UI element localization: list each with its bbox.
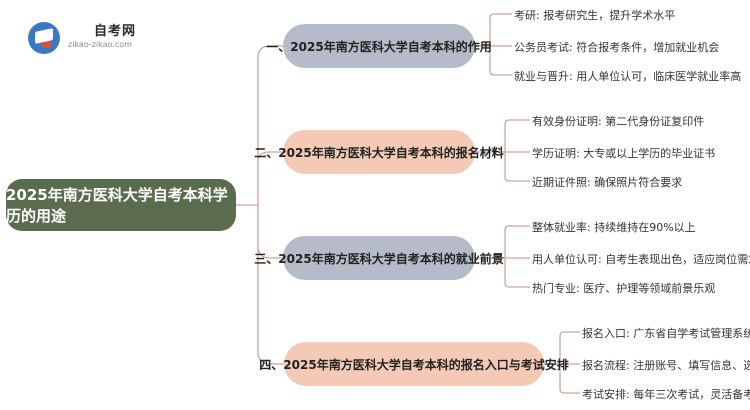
logo-name: 自考网 (94, 24, 137, 39)
leaf-1-1: 考研: 报考研究生，提升学术水平 (514, 9, 676, 22)
leaf-3-3: 热门专业: 医疗、护理等领域前景乐观 (532, 282, 716, 295)
branch-node-1: 一、2025年南方医科大学自考本科的作用 (266, 24, 492, 68)
logo-url: zikao-zikao.com (68, 40, 132, 49)
branch-4-to-leaves (544, 331, 580, 394)
root-to-branch-4 (257, 246, 284, 365)
leaf-3-1: 整体就业率: 持续维持在90%以上 (532, 221, 696, 234)
leaf-1-2: 公务员考试: 符合报考条件，增加就业机会 (514, 41, 720, 54)
leaf-4-3: 考试安排: 每年三次考试，灵活备考时间 (582, 388, 750, 401)
leaf-2-2: 学历证明: 大专或以上学历的毕业证书 (532, 147, 716, 160)
branch-1-to-leaves (475, 13, 512, 76)
leaf-4-2: 报名流程: 注册账号、填写信息、选择专业 (582, 359, 750, 372)
leaf-4-1: 报名入口: 广东省自学考试管理系统 (582, 327, 750, 340)
root-to-branch-1 (236, 45, 283, 206)
leaf-3-2: 用人单位认可: 自考生表现出色，适应岗位需求 (532, 253, 750, 266)
branch-3-to-leaves (475, 225, 530, 288)
site-logo[interactable]: 自考网 zikao-zikao.com (28, 18, 178, 54)
branch-node-3: 三、2025年南方医科大学自考本科的就业前景 (254, 236, 504, 280)
leaf-2-3: 近期证件照: 确保照片符合要求 (532, 176, 683, 189)
branch-node-2: 二、2025年南方医科大学自考本科的报名材料 (254, 130, 504, 174)
branch-node-4: 四、2025年南方医科大学自考本科的报名入口与考试安排 (259, 342, 569, 386)
leaf-1-3: 就业与晋升: 用人单位认可，临床医学就业率高 (514, 70, 742, 83)
graduation-cap-icon (28, 22, 60, 54)
root-node: 2025年南方医科大学自考本科学历的用途 (6, 179, 236, 231)
root-to-branch-2 (257, 151, 283, 163)
branch-2-to-leaves (475, 119, 530, 182)
leaf-2-1: 有效身份证明: 第二代身份证复印件 (532, 115, 705, 128)
